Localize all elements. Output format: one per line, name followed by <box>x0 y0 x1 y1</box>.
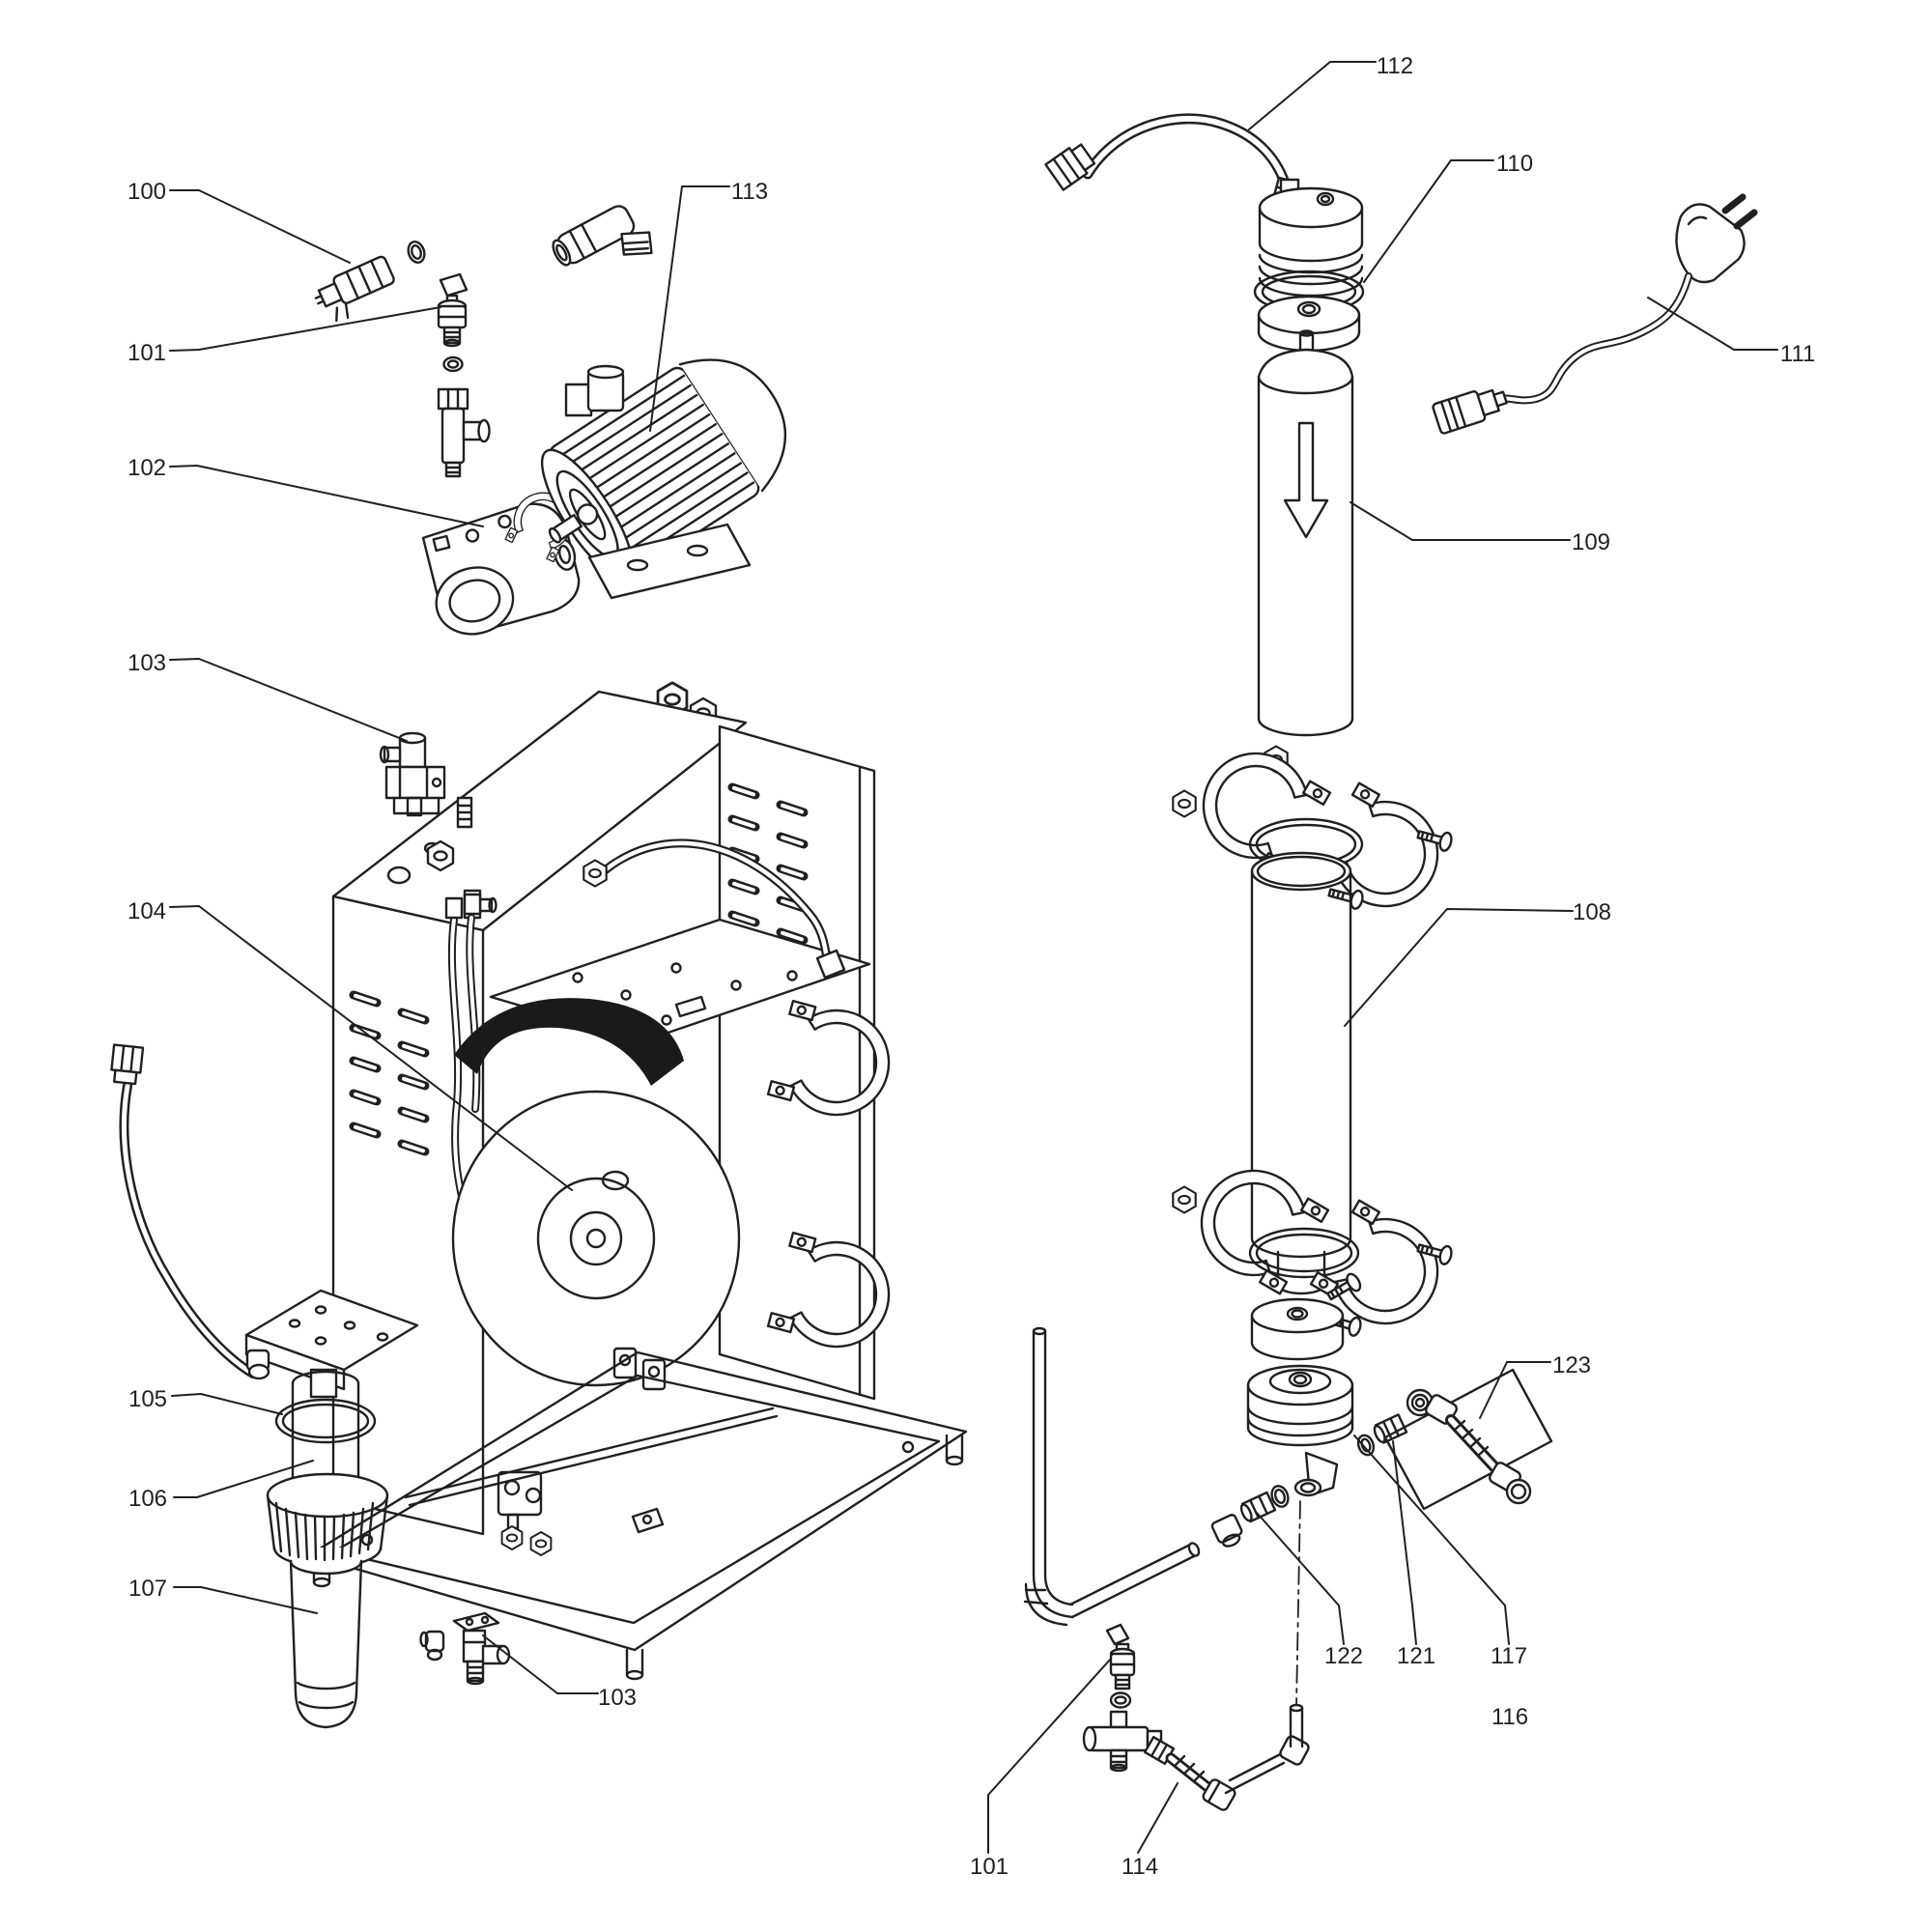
part-number-label: 109 <box>1572 529 1610 555</box>
filter-bowl-107 <box>289 1559 363 1729</box>
filter-head-bracket <box>244 1289 419 1399</box>
leader-line <box>1344 908 1574 1027</box>
flush-standpipe <box>1023 1326 1201 1627</box>
clamp-cluster-bottom <box>1172 1151 1459 1344</box>
o-ring-small <box>1109 1691 1132 1709</box>
o-ring-105 <box>274 1398 377 1444</box>
part-number-label: 112 <box>1377 53 1413 79</box>
leader-line <box>169 306 441 352</box>
part-number-label: 122 <box>1324 1643 1363 1669</box>
fitting-nut-121 <box>1373 1413 1408 1444</box>
tee-fitting <box>437 387 491 478</box>
hose-kit-123 <box>1383 1368 1553 1511</box>
leader-line <box>173 1586 318 1614</box>
end-cap-top <box>1258 178 1364 298</box>
tee-fitting-bottom <box>1082 1710 1163 1773</box>
boiler-fan-disc <box>451 998 741 1387</box>
part-number-label: 113 <box>731 179 768 205</box>
callouts: 100 101 102 103 104 105 106 107 113 103 112 110 111 1… <box>128 53 1815 1880</box>
o-ring-121 <box>1356 1434 1376 1457</box>
machine-frame <box>307 681 968 1681</box>
leader-line <box>173 1460 314 1498</box>
end-cap-bottom-large <box>1246 1364 1354 1447</box>
pressure-fitting-100 <box>314 255 395 323</box>
leader-line <box>1353 1435 1510 1645</box>
frame-top-hose <box>582 838 846 980</box>
part-number-label: 110 <box>1496 151 1533 177</box>
leader-line <box>169 905 573 1191</box>
o-ring-small <box>442 355 464 373</box>
centerline <box>1295 1500 1301 1707</box>
hose-barb-fitting <box>456 796 473 829</box>
part-number-label: 103 <box>598 1685 637 1711</box>
part-number-label: 103 <box>128 650 166 676</box>
leader-line <box>169 465 484 527</box>
power-cord-111 <box>1432 193 1758 435</box>
part-number-label: 106 <box>128 1486 167 1512</box>
leader-line <box>171 1393 283 1415</box>
leader-line <box>1350 501 1571 541</box>
inner-tubing <box>444 893 482 1219</box>
o-ring-small <box>407 241 426 264</box>
solenoid-valve-103b <box>452 1611 511 1686</box>
inner-solenoid-valve <box>497 1470 553 1556</box>
part-number-label: 101 <box>128 340 166 366</box>
drain-valve-101b <box>1105 1623 1136 1690</box>
filter-collar-nut <box>266 1472 389 1569</box>
outlet-pipe-114 <box>1143 1703 1310 1811</box>
leader-line <box>169 189 351 264</box>
fitting-nut-122 <box>1239 1491 1277 1523</box>
leader-line <box>1392 1440 1417 1645</box>
outlet-elbow-117 <box>1293 1451 1339 1497</box>
part-number-label: 104 <box>128 898 166 924</box>
part-number-label: 102 <box>128 455 166 481</box>
leader-line <box>987 1658 1112 1854</box>
hose-112 <box>1044 113 1299 209</box>
part-number-label: 123 <box>1552 1352 1591 1378</box>
part-number-label: 121 <box>1397 1643 1435 1669</box>
leader-line <box>1479 1361 1551 1419</box>
part-number-label: 111 <box>1780 341 1815 367</box>
part-number-label: 100 <box>128 179 166 205</box>
solenoid-valve-103 <box>379 731 446 817</box>
end-cap-bottom-small <box>1250 1297 1345 1361</box>
part-number-label: 116 <box>1492 1704 1528 1730</box>
part-number-label: 108 <box>1573 899 1611 925</box>
drain-elbow <box>419 1630 445 1662</box>
vent-valve-101 <box>437 272 469 348</box>
leader-line <box>1647 297 1778 351</box>
part-number-label: 117 <box>1491 1643 1527 1669</box>
clamp-cluster-top <box>1172 733 1459 926</box>
flow-direction-arrow <box>1283 421 1329 539</box>
motor-113 <box>540 358 787 600</box>
leader-line <box>649 185 730 432</box>
inlet-hose <box>110 1043 258 1378</box>
elbow-fitting <box>552 205 653 267</box>
elbow-122 <box>1210 1514 1243 1548</box>
base-platform <box>307 1350 968 1681</box>
leader-line <box>1256 1512 1345 1645</box>
part-number-label: 107 <box>128 1576 167 1602</box>
leader-line <box>169 658 408 742</box>
leader-line <box>1248 61 1377 130</box>
membrane-cartridge-109 <box>1257 329 1354 737</box>
pump-head-102 <box>421 502 581 636</box>
part-number-label: 101 <box>970 1854 1009 1880</box>
leader-line <box>1137 1782 1179 1854</box>
membrane-vessel-108 <box>1250 851 1352 1295</box>
frame-right-panel <box>718 724 876 1401</box>
washer <box>1270 1485 1290 1508</box>
part-number-label: 105 <box>128 1386 167 1412</box>
leader-line <box>1363 159 1494 283</box>
part-number-label: 114 <box>1122 1854 1158 1880</box>
leader-line <box>482 1634 599 1694</box>
